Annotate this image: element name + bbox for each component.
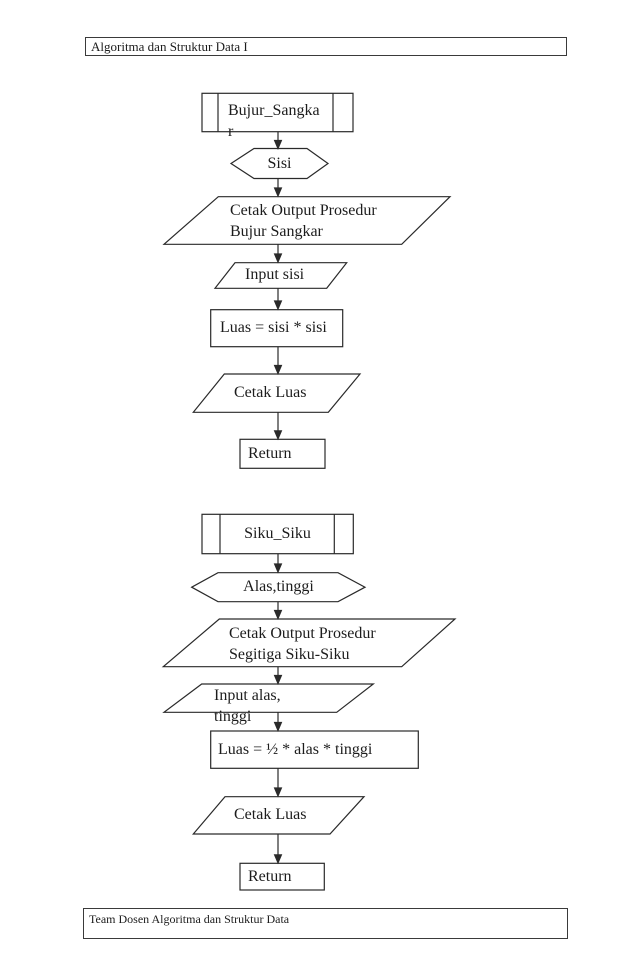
node-label: Cetak Luas xyxy=(234,806,307,823)
footer-text: Team Dosen Algoritma dan Struktur Data xyxy=(89,912,290,926)
output-parallelogram-shape xyxy=(161,618,457,668)
flowline-arrow xyxy=(273,347,283,376)
flowline-arrow xyxy=(273,179,283,198)
input-parallelogram-shape xyxy=(213,262,348,289)
flowline-arrow xyxy=(273,554,283,574)
flowline-arrow xyxy=(273,412,283,441)
node-label: Luas = sisi * sisi xyxy=(220,319,327,336)
node-label: Input sisi xyxy=(245,266,305,283)
node-label: Cetak Luas xyxy=(234,384,307,401)
node-label: Input alas, tinggi xyxy=(214,687,281,725)
output-parallelogram-shape xyxy=(192,796,366,835)
process-rectangle-shape xyxy=(210,730,419,769)
predefined-process-shape xyxy=(201,92,354,133)
page-header-box: Algoritma dan Struktur Data I xyxy=(85,37,567,56)
flowline-arrow xyxy=(273,602,283,621)
header-title: Algoritma dan Struktur Data I xyxy=(91,39,248,54)
input-parallelogram-shape xyxy=(162,683,376,713)
node-label: Cetak Output Prosedur Bujur Sangkar xyxy=(230,202,377,240)
flowline-arrow xyxy=(273,768,283,798)
node-label: Sisi xyxy=(267,155,292,172)
terminator-rectangle-shape xyxy=(239,862,325,891)
flowline-arrow xyxy=(273,132,283,151)
flowline-arrow xyxy=(273,244,283,264)
process-rectangle-shape xyxy=(210,309,344,348)
output-parallelogram-shape xyxy=(162,196,452,245)
node-label: Siku_Siku xyxy=(244,525,311,542)
terminator-rectangle-shape xyxy=(239,438,326,469)
node-label: Return xyxy=(248,445,292,462)
preparation-hexagon-shape xyxy=(190,572,367,603)
page-footer-box: Team Dosen Algoritma dan Struktur Data xyxy=(83,908,568,939)
predefined-process-shape xyxy=(201,513,354,555)
output-parallelogram-shape xyxy=(192,373,362,413)
node-label: Cetak Output Prosedur Segitiga Siku-Siku xyxy=(229,625,376,663)
node-label: Luas = ½ * alas * tinggi xyxy=(218,741,373,758)
flowline-arrow xyxy=(273,712,283,733)
flowline-arrow xyxy=(273,834,283,865)
preparation-hexagon-shape xyxy=(229,147,330,180)
flowline-arrow xyxy=(273,288,283,311)
node-label: Return xyxy=(248,868,292,885)
node-label: Bujur_Sangka r xyxy=(228,102,320,140)
node-label: Alas,tinggi xyxy=(243,578,314,595)
flowline-arrow xyxy=(273,667,283,686)
